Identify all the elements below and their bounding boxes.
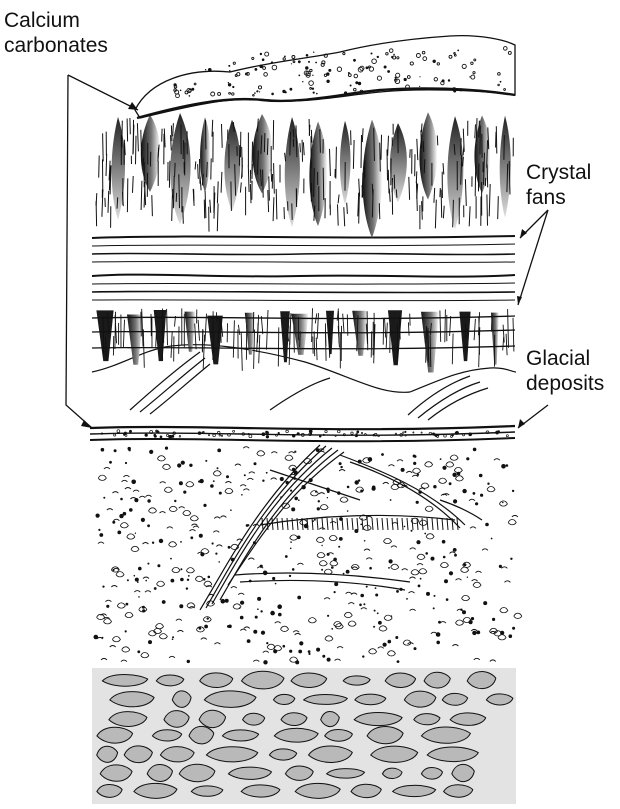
label-crystal-fans: Crystal fans xyxy=(526,160,591,210)
label-calcium-line1: Calcium xyxy=(4,8,108,33)
label-calcium-carbonates: Calcium carbonates xyxy=(4,8,108,58)
laminated-layers xyxy=(92,236,515,301)
label-glacial-line2: deposits xyxy=(526,371,604,396)
glacial-deposit-band xyxy=(90,426,515,441)
leader-calcium-to-glacial xyxy=(66,75,92,428)
speckled-sediment-layer xyxy=(94,447,522,665)
hatch-lower xyxy=(262,518,458,530)
arrowhead-glacial-left xyxy=(81,420,92,428)
label-crystal-line1: Crystal xyxy=(526,160,591,185)
arrowhead-glacial-right xyxy=(518,419,525,428)
label-crystal-line2: fans xyxy=(526,185,591,210)
label-glacial-line1: Glacial xyxy=(526,346,604,371)
label-glacial-deposits: Glacial deposits xyxy=(526,346,604,396)
leader-calcium-to-crust xyxy=(68,75,138,110)
arrowhead-upper-lamina xyxy=(520,229,527,238)
label-calcium-line2: carbonates xyxy=(4,33,108,58)
